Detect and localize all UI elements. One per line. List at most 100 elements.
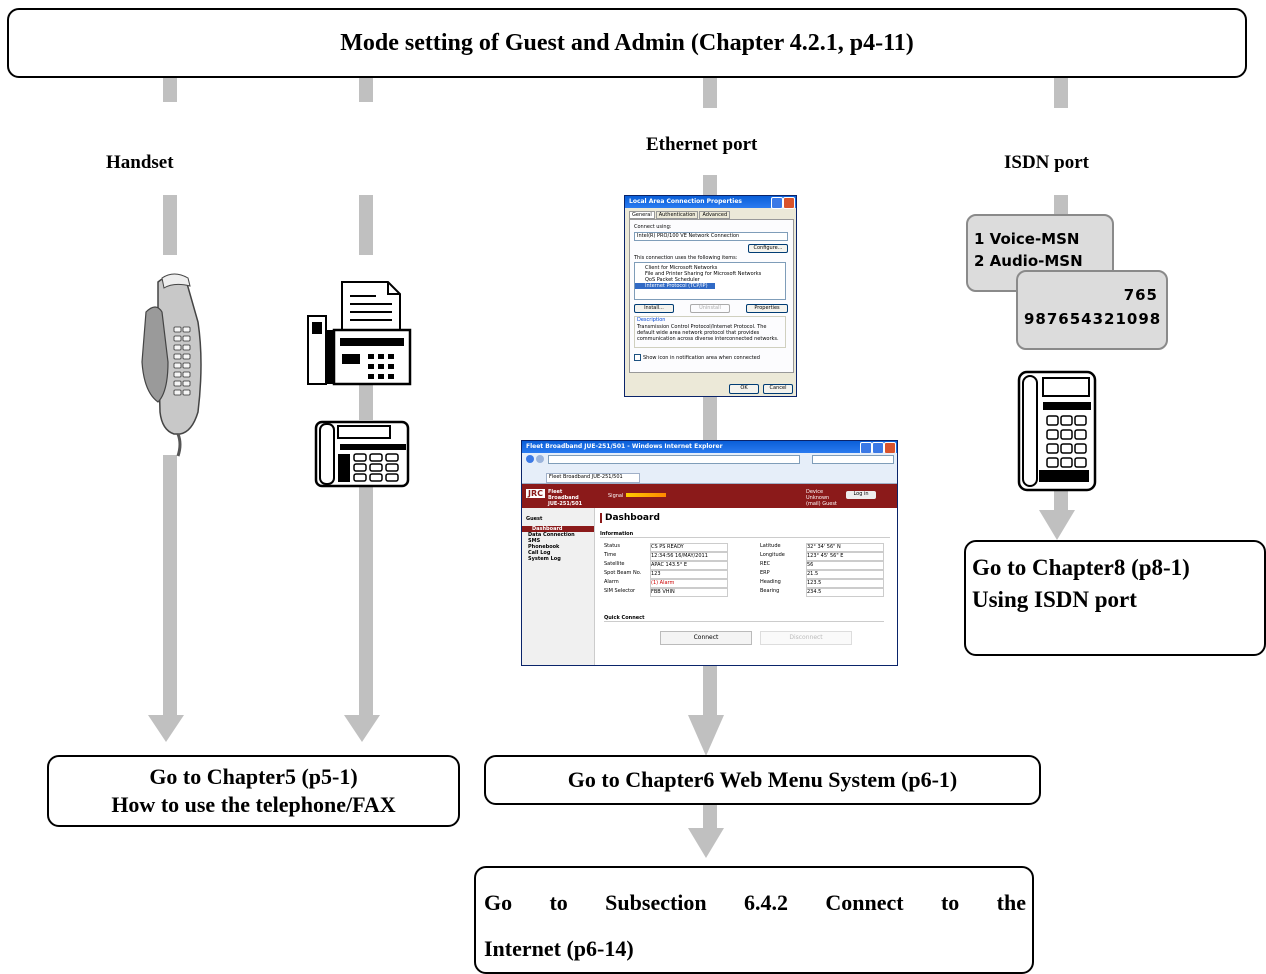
search-box[interactable] — [812, 455, 894, 464]
forward-icon[interactable] — [536, 455, 544, 463]
mode-setting-text: Mode setting of Guest and Admin (Chapter… — [340, 29, 914, 56]
sidebar-item-data-connection[interactable]: Data Connection — [528, 532, 575, 538]
dialog-title: Local Area Connection Properties — [629, 198, 742, 205]
row-label: Latitude — [760, 543, 781, 549]
show-icon-label: Show icon in notification area when conn… — [643, 354, 760, 361]
description-group: Description Transmission Control Protoco… — [634, 316, 786, 348]
msn-line-1: 1 Voice-MSN — [974, 230, 1080, 248]
arrow-head — [148, 715, 184, 742]
connector-bar — [163, 455, 177, 717]
isdn-telephone-icon — [1017, 370, 1097, 492]
row-label: Longitude — [760, 552, 785, 558]
fax-icon — [307, 281, 412, 386]
row-value: 21.5 — [806, 570, 884, 579]
sidebar-item-dashboard[interactable]: Dashboard — [522, 526, 594, 532]
chapter8-line2: Using ISDN port — [972, 587, 1137, 612]
app-header: JRC Fleet Broadband JUE-251/501 Signal D… — [522, 484, 897, 508]
browser-window: Fleet Broadband JUE-251/501 - Windows In… — [521, 440, 898, 666]
row-label: Heading — [760, 579, 781, 585]
chapter6-text: Go to Chapter6 Web Menu System (p6-1) — [567, 767, 958, 792]
install-button[interactable]: Install... — [634, 304, 674, 313]
ok-button[interactable]: OK — [729, 384, 759, 394]
connect-button[interactable]: Connect — [660, 631, 752, 645]
sidebar-item-sms[interactable]: SMS — [528, 538, 541, 544]
page-title: Dashboard — [600, 513, 890, 523]
help-icon[interactable] — [771, 197, 783, 209]
connector-bar — [1054, 195, 1068, 215]
back-icon[interactable] — [526, 455, 534, 463]
list-item[interactable]: Internet Protocol (TCP/IP) — [635, 283, 715, 289]
login-button[interactable]: Log in — [846, 491, 876, 499]
address-bar[interactable] — [548, 455, 800, 464]
dialog-titlebar: Local Area Connection Properties — [625, 196, 796, 208]
tab-general[interactable]: General — [629, 211, 655, 219]
connector-bar — [703, 78, 717, 108]
table-row: ERP 21.5 — [760, 570, 890, 579]
row-label: Alarm — [604, 579, 619, 585]
properties-button[interactable]: Properties — [746, 304, 788, 313]
row-value: 123.5 — [806, 579, 884, 588]
connector-bar — [163, 195, 177, 255]
dialog-tabs: General Authentication Advanced — [629, 211, 731, 219]
msn-line-2: 2 Audio-MSN — [974, 252, 1083, 270]
chapter6-box: Go to Chapter6 Web Menu System (p6-1) — [484, 755, 1041, 805]
row-label: SIM Selector — [604, 588, 636, 594]
chapter8-box: Go to Chapter8 (p8-1) Using ISDN port — [964, 540, 1266, 656]
signal-bar — [626, 493, 666, 497]
row-value: 32° 34' 56" N — [806, 543, 884, 552]
browser-toolbar: Fleet Broadband JUE-251/501 — [522, 453, 897, 484]
checkbox-box[interactable] — [634, 354, 641, 361]
sidebar-item-call-log[interactable]: Call Log — [528, 550, 551, 556]
number-line-2: 987654321098 — [1024, 310, 1162, 328]
sidebar-item-system-log[interactable]: System Log — [528, 556, 561, 562]
list-item[interactable]: File and Printer Sharing for Microsoft N… — [645, 271, 762, 277]
connector-bar — [359, 195, 373, 255]
dialog-panel: Connect using: Intel(R) PRO/100 VE Netwo… — [629, 219, 794, 373]
jrc-logo: JRC — [526, 489, 546, 498]
disconnect-button[interactable]: Disconnect — [760, 631, 852, 645]
sidebar-header: Guest — [526, 516, 543, 522]
row-value: 56 — [806, 561, 884, 570]
close-icon[interactable] — [783, 197, 795, 209]
tab-authentication[interactable]: Authentication — [655, 211, 699, 219]
table-row: Spot Beam No. 123 — [604, 570, 734, 579]
subsection-box: Go to Subsection 6.4.2 Connect to the In… — [474, 866, 1034, 974]
chapter5-line1: Go to Chapter5 (p5-1) — [149, 764, 358, 789]
connector-bar — [359, 78, 373, 102]
cancel-button[interactable]: Cancel — [763, 384, 793, 394]
arrow-head — [688, 715, 724, 756]
connector-bar — [703, 665, 717, 717]
configure-button[interactable]: Configure... — [748, 244, 788, 253]
row-label: Spot Beam No. — [604, 570, 642, 576]
sidebar-item-phonebook[interactable]: Phonebook — [528, 544, 560, 550]
list-item[interactable]: Client for Microsoft Networks — [645, 265, 718, 271]
description-text: Transmission Control Protocol/Internet P… — [637, 324, 779, 342]
row-value: (1) Alarm — [650, 579, 728, 588]
show-icon-checkbox[interactable]: Show icon in notification area when conn… — [634, 354, 760, 361]
handset-icon — [141, 273, 202, 457]
connect-using-label: Connect using: — [634, 224, 672, 230]
items-list: Client for Microsoft Networks File and P… — [634, 262, 786, 300]
uninstall-button[interactable]: Uninstall — [690, 304, 730, 313]
connector-bar — [163, 78, 177, 102]
row-value: 12:34:56 16/MAY/2011 — [650, 552, 728, 561]
arrow-head — [688, 828, 724, 858]
product-name: Fleet Broadband JUE-251/501 — [548, 489, 583, 507]
quick-connect-title: Quick Connect — [604, 615, 884, 622]
row-label: ERP — [760, 570, 770, 576]
user-info: Device Unknown (mail) Guest — [806, 489, 837, 507]
tab-advanced[interactable]: Advanced — [699, 211, 731, 219]
browser-tab[interactable]: Fleet Broadband JUE-251/501 — [546, 473, 640, 483]
isdn-port-label: ISDN port — [1004, 152, 1089, 173]
row-value: 123 — [650, 570, 728, 579]
connector-bar — [703, 175, 717, 195]
row-label: Bearing — [760, 588, 780, 594]
list-item[interactable]: QoS Packet Scheduler — [645, 277, 700, 283]
connector-bar — [359, 485, 373, 717]
